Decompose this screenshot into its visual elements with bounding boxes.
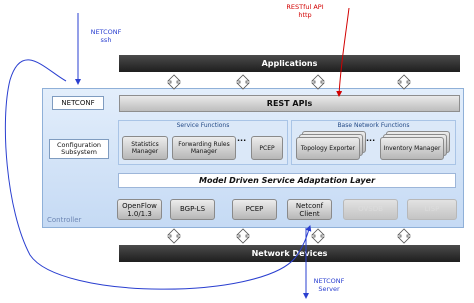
rest-apis-label: REST APIs bbox=[266, 99, 313, 108]
network-devices-label: Network Devices bbox=[251, 249, 328, 258]
double-arrow-app-3 bbox=[311, 74, 325, 90]
sal-label: Model Driven Service Adaptation Layer bbox=[198, 176, 376, 185]
configuration-subsystem-box: Configuration Subsystem bbox=[49, 139, 109, 159]
applications-label: Applications bbox=[261, 59, 318, 68]
service-functions-title: Service Functions bbox=[176, 122, 230, 129]
service-adaptation-layer: Model Driven Service Adaptation Layer bbox=[118, 173, 456, 188]
openflow-line1: OpenFlow bbox=[122, 201, 157, 210]
base-functions-ellipsis: ... bbox=[366, 134, 376, 143]
pcep-service-box: PCEP bbox=[251, 136, 283, 160]
service-functions-ellipsis: ... bbox=[237, 134, 247, 143]
inventory-manager-label: Inventory Manager bbox=[383, 145, 441, 152]
statistics-manager-line2: Manager bbox=[131, 148, 159, 155]
lisp-plugin: LISP bbox=[407, 199, 457, 220]
forwarding-rules-manager-box: Forwarding Rules Manager bbox=[172, 136, 236, 160]
netconf-server-label: NETCONF Server bbox=[308, 277, 350, 293]
bgp-ls-label: BGP-LS bbox=[179, 205, 206, 213]
netconf-box-label: NETCONF bbox=[61, 98, 95, 107]
config-subsystem-line1: Configuration bbox=[56, 141, 102, 149]
double-arrow-dev-3 bbox=[311, 228, 325, 244]
ovsdb-plugin: OVSDB bbox=[343, 199, 398, 220]
controller-label: Controller bbox=[47, 216, 82, 224]
statistics-manager-box: Statistics Manager bbox=[122, 136, 168, 160]
netconf-server-line1: NETCONF bbox=[313, 277, 345, 285]
netconf-ssh-line2: ssh bbox=[100, 36, 112, 44]
lisp-label: LISP bbox=[424, 205, 440, 213]
restful-arrow bbox=[336, 7, 350, 97]
forwarding-rules-line2: Manager bbox=[190, 148, 218, 155]
statistics-manager-line1: Statistics bbox=[131, 141, 159, 148]
base-network-functions-title: Base Network Functions bbox=[337, 122, 410, 129]
netconf-box: NETCONF bbox=[52, 96, 104, 110]
double-arrow-app-1 bbox=[167, 74, 181, 90]
double-arrow-dev-4 bbox=[397, 228, 411, 244]
double-arrow-app-4 bbox=[397, 74, 411, 90]
restful-http-line2: http bbox=[298, 11, 312, 19]
netconf-client-line2: Client bbox=[299, 209, 320, 218]
rest-apis-bar: REST APIs bbox=[119, 95, 460, 112]
forwarding-rules-line1: Forwarding Rules bbox=[178, 141, 230, 148]
topology-exporter-label: Topology Exporter bbox=[300, 145, 356, 152]
netconf-loop-curve bbox=[4, 59, 312, 290]
inventory-manager-box: Inventory Manager bbox=[380, 137, 444, 160]
netconf-server-line2: Server bbox=[318, 285, 340, 293]
openflow-plugin: OpenFlow 1.0/1.3 bbox=[117, 199, 162, 220]
topology-exporter-box: Topology Exporter bbox=[296, 137, 360, 160]
network-devices-layer: Network Devices bbox=[119, 245, 460, 262]
ovsdb-label: OVSDB bbox=[358, 205, 383, 213]
pcep-plugin-label: PCEP bbox=[245, 205, 264, 213]
bgp-ls-plugin: BGP-LS bbox=[170, 199, 215, 220]
restful-http-line1: RESTful API bbox=[286, 3, 324, 11]
restful-http-label: RESTful API http bbox=[276, 3, 334, 19]
applications-layer: Applications bbox=[119, 55, 460, 72]
netconf-ssh-label: NETCONF ssh bbox=[86, 28, 126, 44]
pcep-service-label: PCEP bbox=[259, 144, 275, 152]
double-arrow-app-2 bbox=[236, 74, 250, 90]
config-subsystem-line2: Subsystem bbox=[61, 148, 97, 156]
netconf-ssh-line1: NETCONF bbox=[90, 28, 122, 36]
double-arrow-dev-2 bbox=[236, 228, 250, 244]
openflow-line2: 1.0/1.3 bbox=[127, 209, 152, 218]
netconf-client-line1: Netconf bbox=[295, 201, 324, 210]
double-arrow-dev-1 bbox=[167, 228, 181, 244]
pcep-plugin: PCEP bbox=[232, 199, 277, 220]
netconf-client-plugin: Netconf Client bbox=[287, 199, 332, 220]
